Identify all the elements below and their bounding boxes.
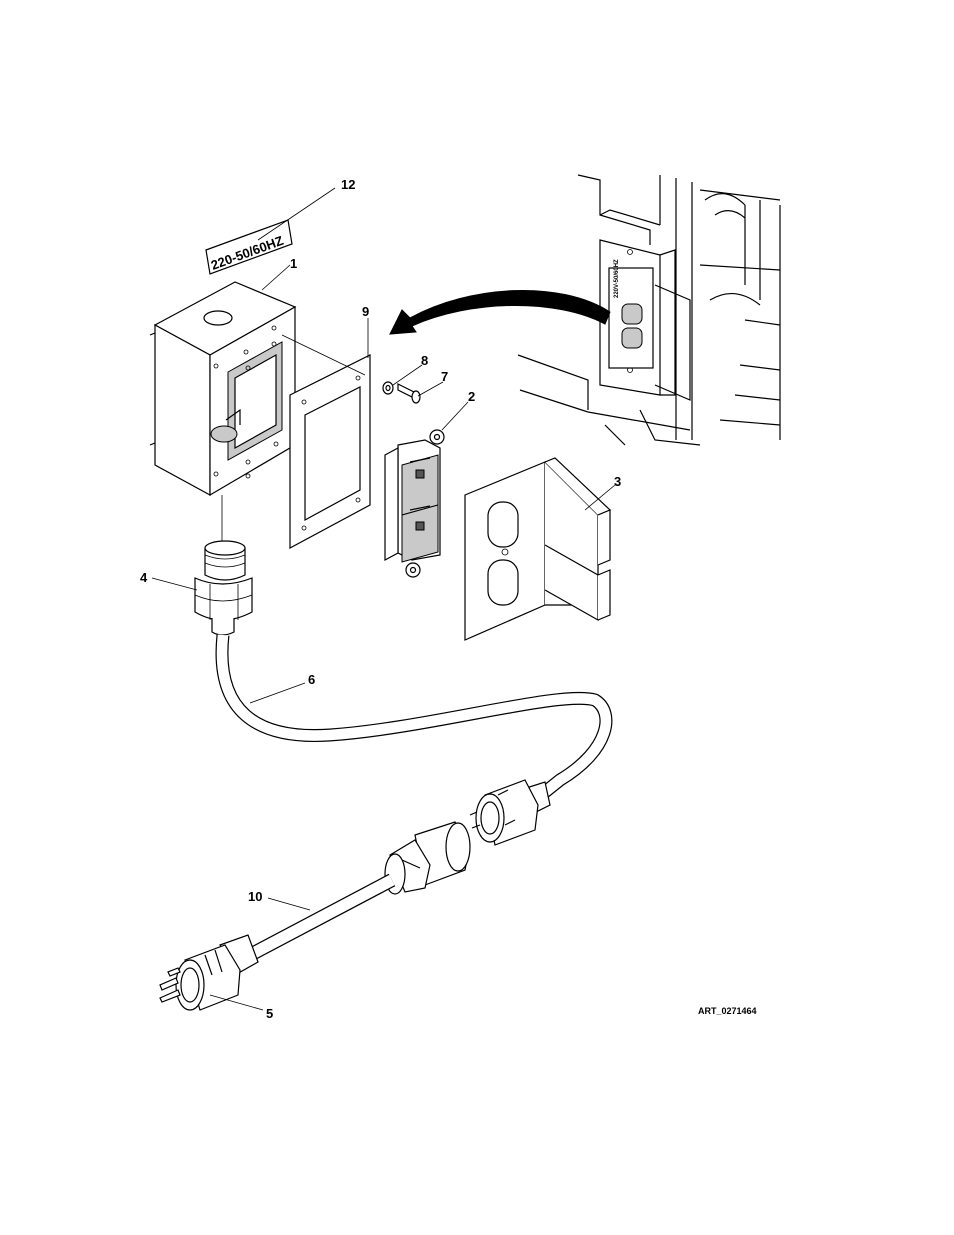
- female-connector: [469, 779, 551, 846]
- callout-1: 1: [290, 256, 297, 271]
- callout-7: 7: [441, 369, 448, 384]
- callout-9: 9: [362, 304, 369, 319]
- male-plug: [159, 934, 259, 1011]
- callout-5: 5: [266, 1006, 273, 1021]
- callout-4: 4: [140, 570, 148, 585]
- extension-cord: [246, 873, 396, 962]
- callout-2: 2: [468, 389, 475, 404]
- gasket: [289, 354, 371, 550]
- art-reference-code: ART_0271464: [698, 1006, 757, 1016]
- callout-3: 3: [614, 474, 621, 489]
- location-arrow: [389, 289, 611, 335]
- callout-6: 6: [308, 672, 315, 687]
- callout-10: 10: [248, 889, 262, 904]
- cover-plate: [464, 457, 612, 641]
- screw-and-washer: [382, 381, 421, 404]
- inset-decal-text: 220V-50/60HZ: [614, 259, 620, 298]
- duplex-receptacle: [384, 429, 445, 578]
- power-cord: [215, 634, 613, 806]
- machine-inset-view: 220V-50/60HZ: [517, 174, 781, 446]
- callout-8: 8: [421, 353, 428, 368]
- cord-grip-fitting: [194, 540, 253, 636]
- male-adapter-plug: [384, 821, 471, 895]
- decal-220-50-60hz: 220-50/60HZ: [205, 219, 293, 275]
- electrical-box: [149, 281, 297, 497]
- callout-labels: 12 1 9 8 7 2 3 4 6 10 5: [140, 177, 621, 1021]
- leader-lines: [151, 187, 616, 1011]
- callout-12: 12: [341, 177, 355, 192]
